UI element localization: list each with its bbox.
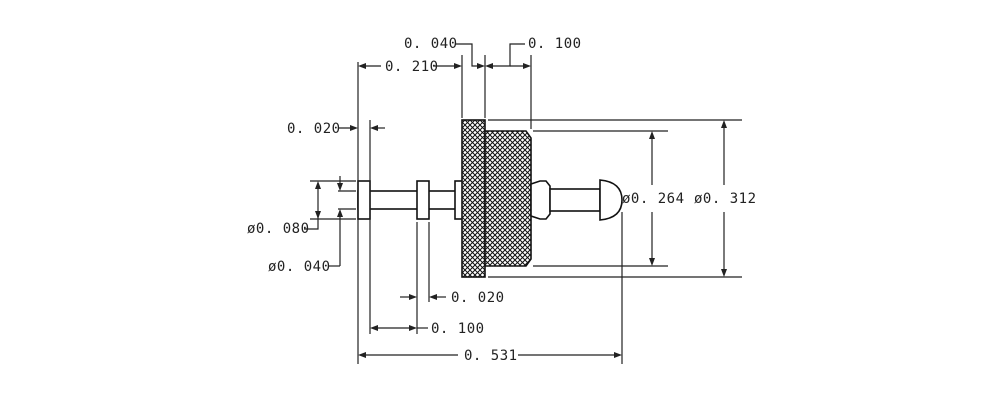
dim-0020-bottom: 0. 020: [400, 290, 505, 306]
svg-text:0. 020: 0. 020: [451, 290, 505, 306]
svg-text:ø0. 312: ø0. 312: [694, 191, 757, 207]
svg-text:ø0. 080: ø0. 080: [247, 221, 310, 237]
dim-0531: 0. 531: [358, 348, 622, 364]
dim-0210: 0. 210: [358, 59, 462, 75]
extension-lines: [310, 55, 742, 364]
svg-text:0. 100: 0. 100: [528, 36, 582, 52]
dim-dia-0312: ø0. 312: [694, 120, 757, 277]
svg-text:ø0. 040: ø0. 040: [268, 259, 331, 275]
pin-part: [357, 119, 623, 278]
dim-0020-left: 0. 020: [287, 121, 385, 137]
pin-shaft: [357, 190, 463, 210]
svg-text:0. 100: 0. 100: [431, 321, 485, 337]
knurled-body: [484, 130, 532, 267]
dim-0040-top: 0. 040: [404, 36, 485, 69]
dim-dia-0080: ø0. 080: [247, 181, 321, 237]
dim-dia-0040: ø0. 040: [268, 176, 343, 275]
svg-text:0. 040: 0. 040: [404, 36, 458, 52]
svg-text:0. 020: 0. 020: [287, 121, 341, 137]
svg-text:0. 210: 0. 210: [385, 59, 439, 75]
knurled-flange: [461, 119, 486, 278]
collar-left: [357, 180, 371, 220]
dim-dia-0264: ø0. 264: [622, 131, 685, 266]
collar-middle: [416, 180, 430, 220]
dome-tip: [599, 179, 623, 221]
svg-text:0. 531: 0. 531: [464, 348, 518, 364]
svg-text:ø0. 264: ø0. 264: [622, 191, 685, 207]
dim-0100-bottom: 0. 100: [370, 321, 485, 337]
pin-neck: [530, 180, 551, 220]
tip-rod: [549, 188, 601, 212]
dim-0100-top: 0. 100: [485, 36, 582, 69]
